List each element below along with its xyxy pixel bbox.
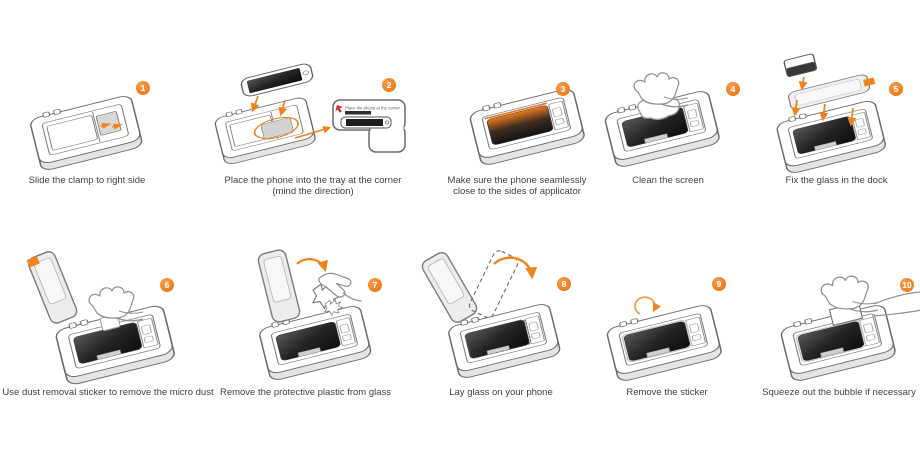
- step-5-card: 5 Fix the glass in the dock: [759, 52, 914, 248]
- step-1-badge: 1: [136, 81, 150, 95]
- step-4-card: 4 Clean the screen: [588, 58, 748, 248]
- step-7-badge: 7: [368, 278, 382, 292]
- remove-sticker-arrow-icon: [634, 296, 661, 315]
- peel-arrow-icon: [296, 258, 328, 272]
- glass-mid-dashed: [468, 250, 519, 319]
- callout-mini-phone: [340, 116, 392, 129]
- step-4-badge: 4: [726, 82, 740, 96]
- glass-on-phone: [621, 320, 693, 363]
- step-9-card: 9 Remove the sticker: [592, 252, 742, 452]
- step-7-caption: Remove the protective plastic from glass: [219, 387, 392, 398]
- step-2-illustration: Place the phone at the corner: [212, 61, 406, 167]
- step-4-caption: Clean the screen: [632, 175, 704, 186]
- place-down-arrows-icon: [250, 95, 288, 117]
- tray-well: [229, 111, 300, 147]
- corner-highlight-ellipse: [253, 116, 300, 140]
- step-6-card: 6 Use dust removal sticker to remove the…: [1, 249, 215, 452]
- glass-on-phone: [795, 320, 867, 363]
- step-6-badge: 6: [160, 278, 174, 292]
- hand-icon: [820, 275, 879, 313]
- step-5-badge: 5: [889, 82, 903, 96]
- edge-highlight: [484, 102, 547, 120]
- tray-well-clamp: [46, 111, 124, 151]
- step-5-illustration: [774, 52, 888, 176]
- glass-standing: [256, 247, 302, 325]
- step-10-card: 10 Squeeze out the bubble if necessary: [754, 252, 920, 452]
- callout-tiny-text: Place the phone at the corner: [345, 106, 401, 111]
- step-9-caption: Remove the sticker: [626, 387, 708, 398]
- step-10-badge: 10: [900, 278, 914, 292]
- step-8-badge: 8: [557, 277, 571, 291]
- step-2-card: Place the phone at the corner 2 Place th…: [203, 58, 423, 248]
- step-2-caption: Place the phone into the tray at the cor…: [224, 175, 402, 198]
- step-9-badge: 9: [712, 277, 726, 291]
- callout-leader-arrow: [294, 125, 332, 139]
- step-1-card: 1 Slide the clamp to right side: [2, 58, 172, 248]
- step-9-illustration: [604, 296, 724, 384]
- step-10-caption: Squeeze out the bubble if necessary: [762, 387, 916, 398]
- step-8-card: 8 Lay glass on your phone: [416, 249, 586, 452]
- callout-pointer-icon: [335, 105, 343, 113]
- step-6-illustration: [25, 249, 177, 387]
- tray-well-phone: [484, 100, 569, 145]
- flip-arrow-icon: [493, 256, 538, 280]
- step-8-illustration: [419, 249, 562, 381]
- step-7-card: 7 Remove the protective plastic from gla…: [213, 247, 398, 452]
- step-8-caption: Lay glass on your phone: [449, 387, 553, 398]
- callout-box: Place the phone at the corner: [332, 99, 406, 153]
- step-7-illustration: [256, 247, 373, 383]
- step-6-caption: Use dust removal sticker to remove the m…: [2, 387, 214, 398]
- step-5-caption: Fix the glass in the dock: [785, 175, 888, 186]
- step-10-illustration: [778, 275, 920, 384]
- small-box: [783, 52, 818, 78]
- step-1-caption: Slide the clamp to right side: [28, 175, 146, 186]
- glass-standing: [419, 249, 480, 326]
- fix-down-arrows-icon: [791, 76, 857, 127]
- glass-landing-dashed: [464, 319, 532, 359]
- phone: [239, 61, 315, 99]
- step-2-badge: 2: [382, 78, 396, 92]
- step-3-badge: 3: [556, 82, 570, 96]
- step-1-illustration: [27, 90, 144, 173]
- slide-right-arrows-icon: [100, 123, 124, 130]
- arm-lines: [871, 291, 920, 317]
- step-3-illustration: [467, 83, 587, 168]
- step-4-illustration: [602, 72, 722, 170]
- glass-tab: [26, 256, 40, 268]
- glass-standing: [25, 249, 80, 326]
